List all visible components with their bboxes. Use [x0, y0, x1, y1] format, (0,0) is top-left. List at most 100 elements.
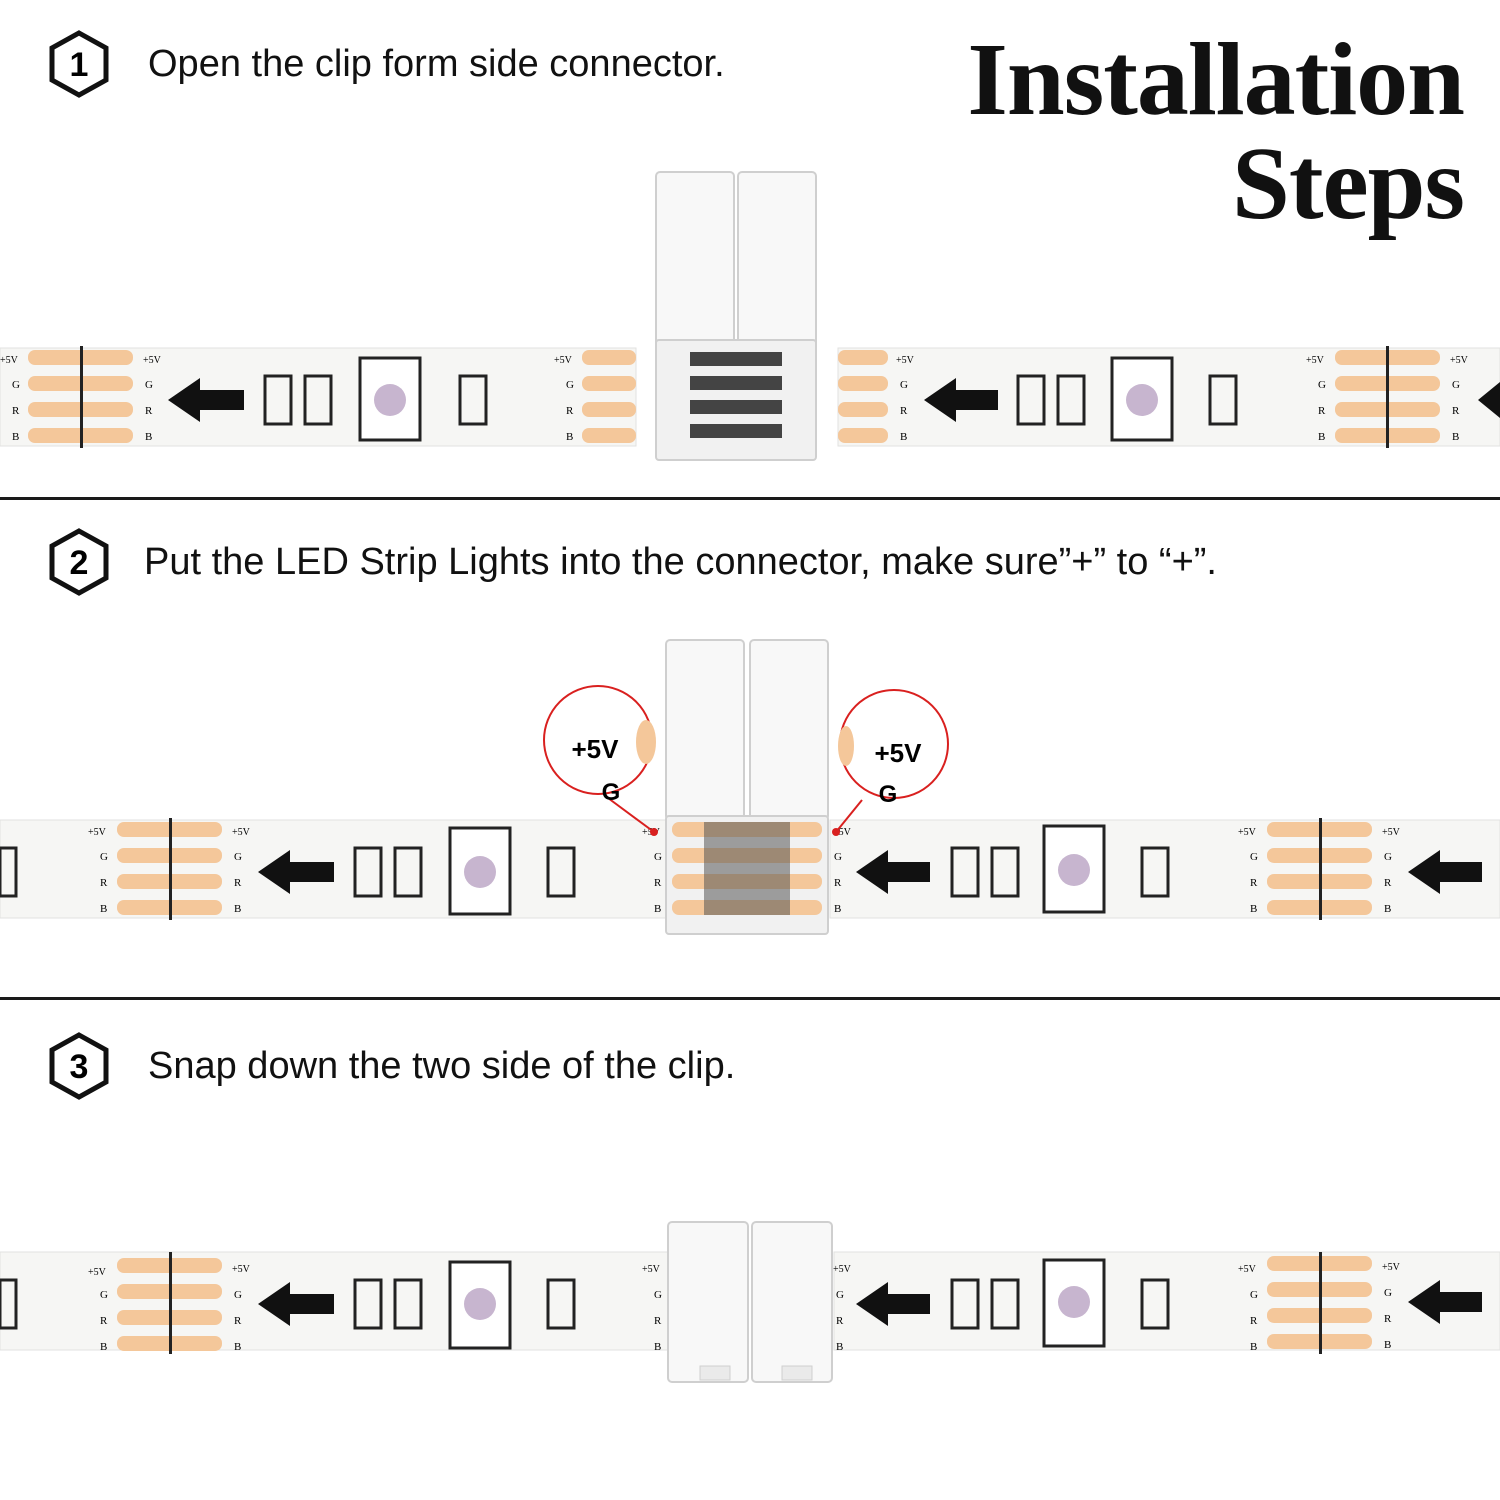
pad-label-r: R	[100, 877, 108, 889]
connector-inserted	[665, 639, 829, 935]
pad-label-b: B	[234, 903, 241, 915]
arrow-left-icon	[1478, 382, 1500, 418]
step-3-hexagon-icon: 3	[49, 1032, 109, 1100]
step-3-text: Snap down the two side of the clip.	[148, 1044, 736, 1087]
resistor-icon	[0, 1278, 18, 1330]
copper-pads	[1335, 346, 1440, 448]
pad-label-r: R	[836, 1315, 844, 1327]
pad-label-g: G	[145, 379, 153, 391]
pad-label-b: B	[234, 1341, 241, 1353]
copper-pads	[582, 350, 636, 443]
pad-label-r: R	[1250, 1315, 1258, 1327]
arrow-left-icon	[856, 850, 930, 894]
step-3-header: 3 Snap down the two side of the clip.	[48, 1032, 735, 1100]
step-1-scene: +5V G R B +5V G R B +5V G R B	[0, 171, 1500, 461]
pad-label-b: B	[836, 1341, 843, 1353]
pad-label-b: B	[900, 431, 907, 443]
led-strip-right: +5V G R B +5V G R B +5V G R B	[829, 818, 1500, 920]
pad-label-5v: +5V	[0, 355, 19, 366]
pad-label-r: R	[834, 877, 842, 889]
led-strip-left: +5V G R B +5V G R B +5V G R B	[0, 1251, 681, 1354]
copper-pads	[117, 1252, 222, 1354]
pad-label-5v: +5V	[232, 827, 251, 838]
pad-label-g: G	[1384, 851, 1392, 863]
pad-label-g: G	[1250, 1289, 1258, 1301]
resistor-icon	[393, 846, 423, 898]
callout-right-sub: G	[879, 781, 898, 808]
pad-label-5v: +5V	[143, 355, 162, 366]
page-title: Installation Steps	[967, 22, 1465, 241]
arrow-left-icon	[258, 850, 334, 894]
pad-label-r: R	[566, 405, 574, 417]
resistor-icon	[1208, 374, 1238, 426]
pad-label-5v: +5V	[896, 355, 915, 366]
pad-label-b: B	[654, 903, 661, 915]
pad-label-g: G	[900, 379, 908, 391]
copper-pads	[28, 346, 133, 448]
led-strip-left: +5V G R B +5V G R B +5V G R B	[0, 346, 637, 448]
pad-label-g: G	[1452, 379, 1460, 391]
arrow-left-icon	[1408, 850, 1482, 894]
resistor-icon	[458, 374, 488, 426]
pad-label-g: G	[1318, 379, 1326, 391]
copper-pads	[1267, 818, 1372, 920]
pad-label-r: R	[1384, 1313, 1392, 1325]
step-2-scene: +5V G R B +5V G R B +5V G R B	[0, 639, 1500, 935]
pad-label-5v: +5V	[88, 827, 107, 838]
step-2-text: Put the LED Strip Lights into the connec…	[144, 540, 1217, 583]
arrow-left-icon	[168, 378, 244, 422]
led-chip-icon	[1042, 1258, 1106, 1348]
led-chip-icon	[448, 826, 512, 916]
pad-label-g: G	[100, 851, 108, 863]
pad-label-5v: +5V	[554, 355, 573, 366]
pad-label-5v: +5V	[642, 1264, 661, 1275]
divider-2	[0, 997, 1500, 1000]
callout-left-label: +5V	[572, 734, 620, 764]
resistor-icon	[353, 846, 383, 898]
callout-left-sub: G	[602, 779, 621, 806]
pad-label-b: B	[1452, 431, 1459, 443]
resistor-icon	[303, 374, 333, 426]
resistor-icon	[990, 1278, 1020, 1330]
pad-label-r: R	[1384, 877, 1392, 889]
divider-1	[0, 497, 1500, 500]
resistor-icon	[950, 846, 980, 898]
pad-label-g: G	[1250, 851, 1258, 863]
copper-pads	[1267, 1252, 1372, 1354]
pad-label-r: R	[654, 1315, 662, 1327]
pad-label-5v: +5V	[1382, 1262, 1401, 1273]
resistor-icon	[353, 1278, 383, 1330]
pad-label-5v: +5V	[232, 1264, 251, 1275]
pad-label-g: G	[654, 1289, 662, 1301]
led-chip-icon	[1042, 824, 1106, 914]
pad-label-r: R	[1250, 877, 1258, 889]
pad-label-5v: +5V	[1450, 355, 1469, 366]
resistor-icon	[546, 1278, 576, 1330]
arrow-left-icon	[856, 1282, 930, 1326]
step-2-header: 2 Put the LED Strip Lights into the conn…	[48, 528, 1217, 596]
resistor-icon	[1016, 374, 1046, 426]
callout-right-plus-5v: +5V G	[832, 689, 949, 836]
pad-label-r: R	[654, 877, 662, 889]
pad-label-g: G	[566, 379, 574, 391]
pad-label-5v: +5V	[1382, 827, 1401, 838]
pad-label-5v: +5V	[833, 1264, 852, 1275]
led-strip-right: +5V G R B +5V G R B +5V G R B	[837, 346, 1500, 448]
led-chip-icon	[1110, 356, 1174, 442]
pad-label-b: B	[100, 903, 107, 915]
pad-label-5v: +5V	[88, 1267, 107, 1278]
resistor-icon	[1140, 846, 1170, 898]
step-2-hexagon-icon: 2	[49, 528, 109, 596]
pad-label-r: R	[100, 1315, 108, 1327]
pad-label-g: G	[234, 1289, 242, 1301]
led-chip-icon	[448, 1260, 512, 1350]
step-3-number: 3	[70, 1048, 89, 1086]
led-strip-right: +5V G R B +5V G R B +5V G R B	[833, 1251, 1500, 1354]
title-line-2: Steps	[1232, 126, 1465, 241]
pad-label-b: B	[1384, 903, 1391, 915]
pad-label-g: G	[12, 379, 20, 391]
led-chip-icon	[358, 356, 422, 442]
step-1-hexagon-icon: 1	[49, 30, 109, 98]
title-line-1: Installation	[967, 22, 1465, 137]
pad-label-5v: +5V	[1306, 355, 1325, 366]
